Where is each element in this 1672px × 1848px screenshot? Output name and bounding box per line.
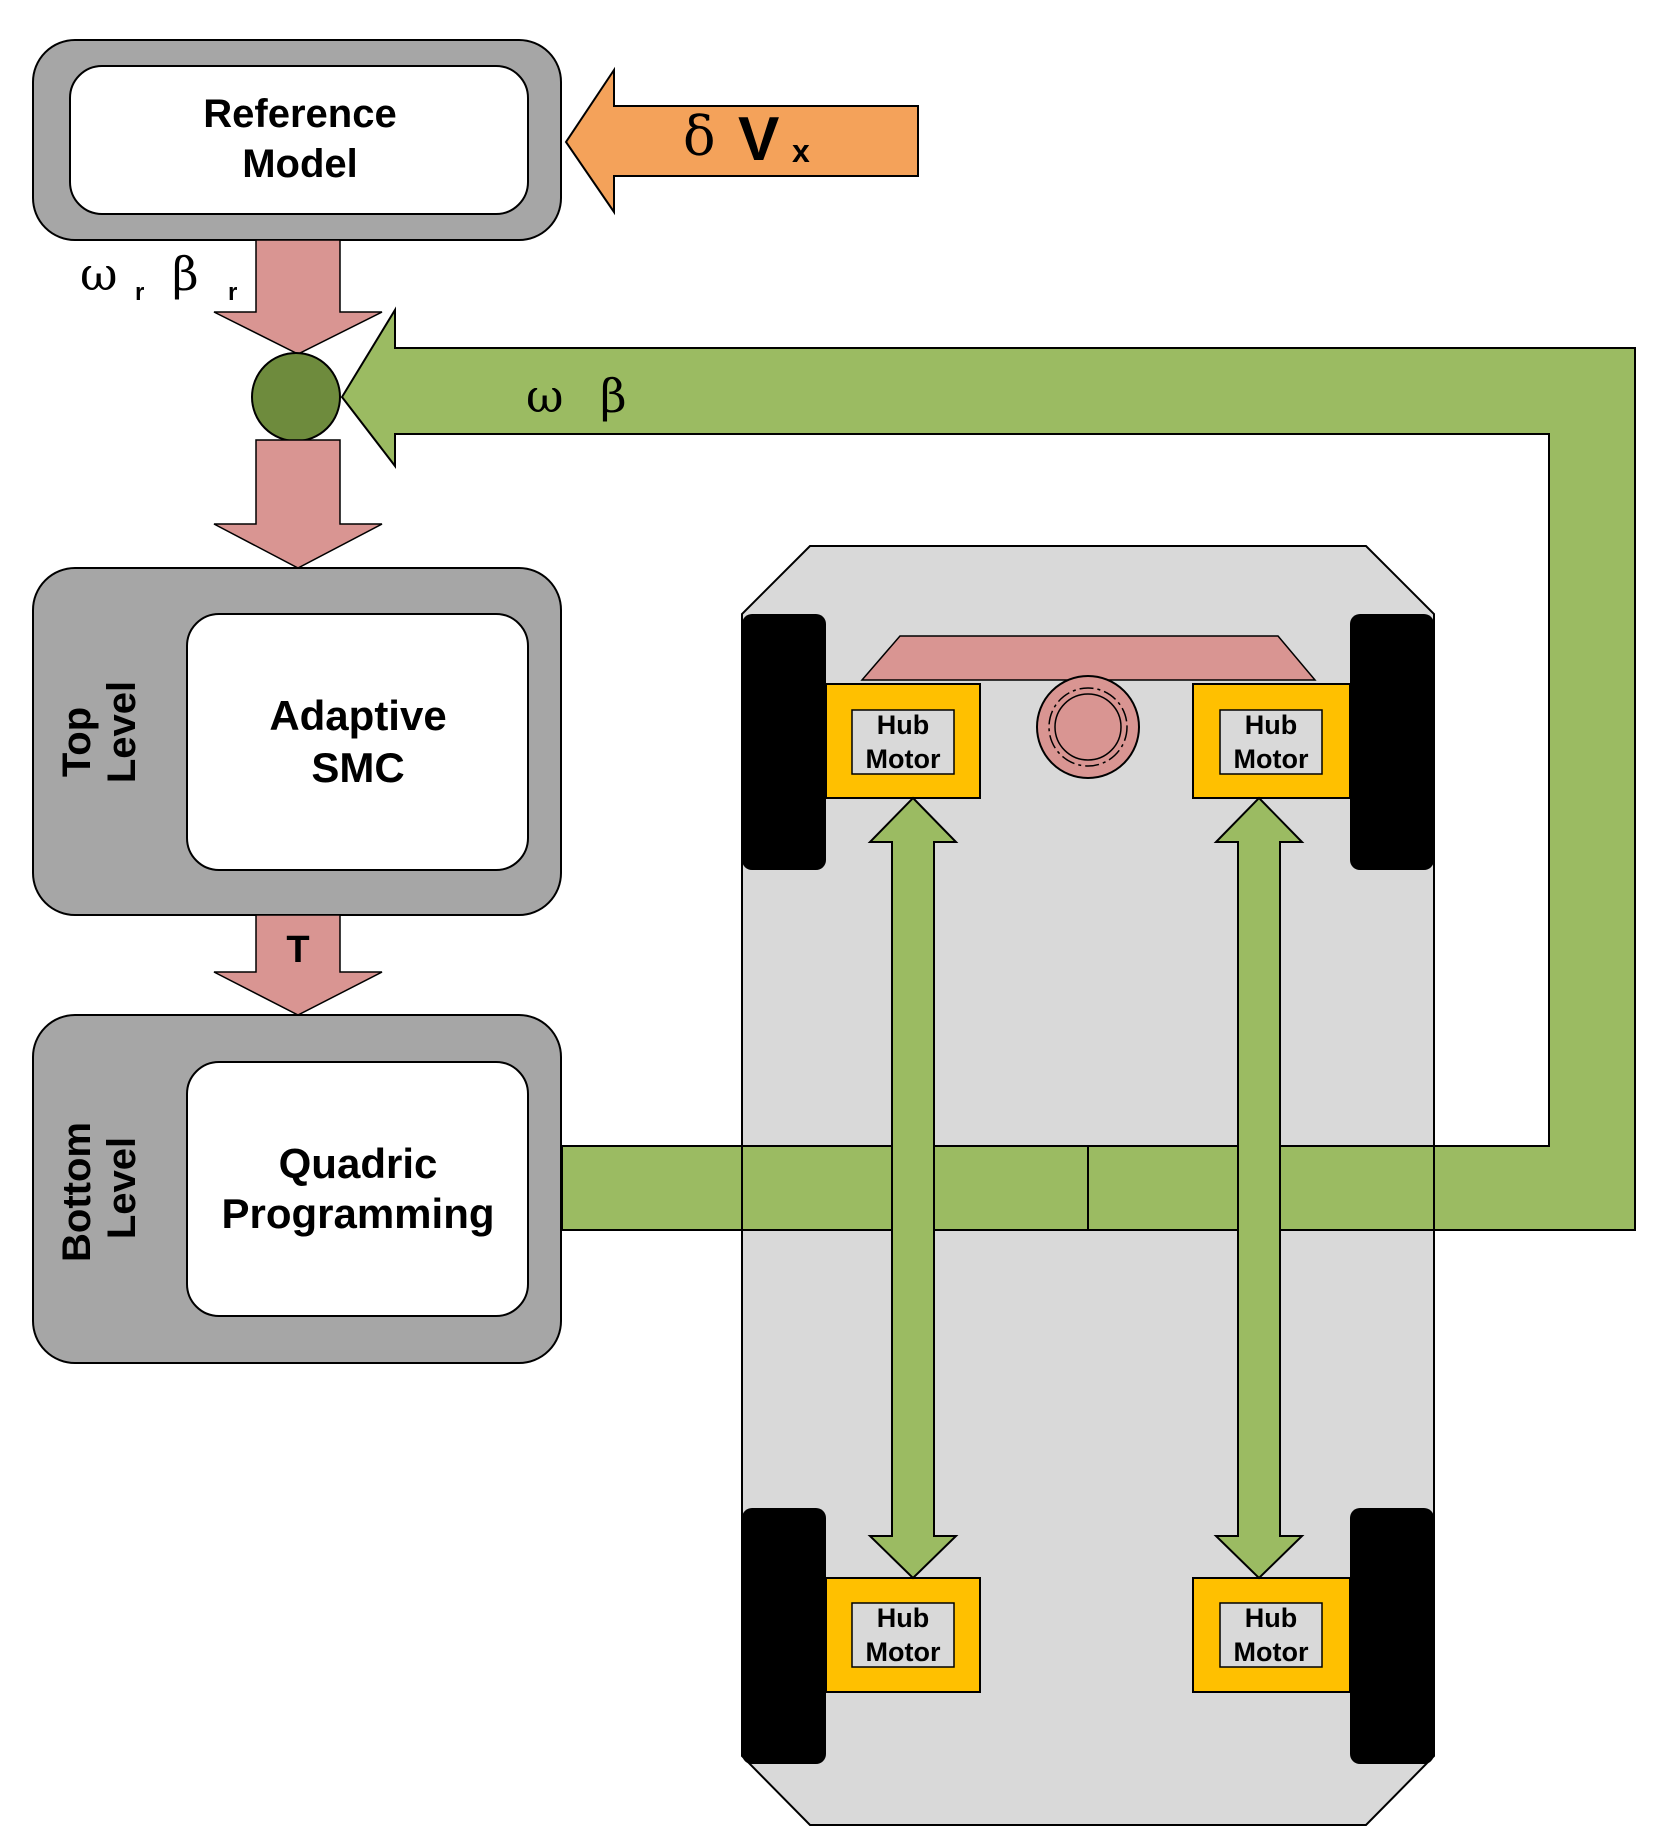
reference-omega-subscript: r xyxy=(135,279,144,306)
reference-omega-symbol: ω xyxy=(80,247,118,301)
wheel-front-right xyxy=(1350,614,1434,870)
input-v-symbol: V xyxy=(738,105,779,174)
reference-model-block: Reference Model xyxy=(32,39,562,241)
top-level-side-label-line1: Top xyxy=(55,707,99,777)
steering-wheel-icon xyxy=(1036,675,1140,779)
bottom-level-inner xyxy=(186,1061,529,1317)
hub-motor-front-right-line1: Hub xyxy=(1245,710,1297,740)
hub-motor-front-left-line1: Hub xyxy=(877,710,929,740)
wheel-front-left xyxy=(742,614,826,870)
feedback-beta-symbol: β xyxy=(600,369,627,423)
feedback-path: ω β xyxy=(340,306,1636,1231)
hub-motor-front-left-line2: Motor xyxy=(866,744,941,774)
reference-beta-symbol: β xyxy=(172,247,199,301)
feedback-omega-symbol: ω xyxy=(526,369,564,423)
reference-beta-subscript: r xyxy=(228,279,237,306)
summing-junction xyxy=(251,352,341,442)
hub-motor-rear-left-line1: Hub xyxy=(877,1603,929,1633)
reference-model-inner xyxy=(69,65,529,215)
input-arrow: δ V x xyxy=(564,66,919,216)
top-level-inner xyxy=(186,613,529,871)
hub-motor-rear-left: Hub Motor xyxy=(825,1577,981,1693)
reference-model-label-line1: Reference xyxy=(203,92,396,136)
distribution-bus xyxy=(741,796,1435,1580)
reference-model-label-line2: Model xyxy=(242,142,358,186)
bottom-level-inner-label-line2: Programming xyxy=(221,1190,494,1237)
hub-motor-front-left: Hub Motor xyxy=(825,683,981,799)
input-v-subscript: x xyxy=(792,133,810,169)
top-level-inner-label-line1: Adaptive xyxy=(269,692,446,739)
hub-motor-front-right: Hub Motor xyxy=(1192,683,1351,799)
top-level-inner-label-line2: SMC xyxy=(311,744,404,791)
bottom-level-inner-label-line1: Quadric xyxy=(279,1140,438,1187)
wheel-rear-left xyxy=(742,1508,826,1764)
hub-motor-rear-right-line1: Hub xyxy=(1245,1603,1297,1633)
bottom-level-side-label-line1: Bottom xyxy=(55,1122,99,1262)
torque-label: T xyxy=(286,929,309,971)
torque-arrow: T xyxy=(213,914,383,1016)
reference-output-arrow-shape xyxy=(213,239,383,355)
bottom-level-side-label-line2: Level xyxy=(100,1137,144,1239)
steering-rack xyxy=(860,635,1317,681)
feedback-path-shape xyxy=(340,306,1636,1231)
hub-motor-rear-left-line2: Motor xyxy=(866,1637,941,1667)
input-delta-symbol: δ xyxy=(683,105,716,168)
error-arrow xyxy=(213,439,383,569)
bottom-level-block: Bottom Level Quadric Programming xyxy=(32,1014,562,1364)
hub-motor-rear-right: Hub Motor xyxy=(1192,1577,1351,1693)
hub-motor-rear-right-line2: Motor xyxy=(1234,1637,1309,1667)
top-level-side-label-line2: Level xyxy=(100,681,144,783)
torque-arrow-shape xyxy=(213,914,383,1016)
hub-motor-front-right-line2: Motor xyxy=(1234,744,1309,774)
top-level-block: Top Level Adaptive SMC xyxy=(32,567,562,916)
reference-output-arrow: ω r β r xyxy=(80,239,383,355)
wheel-rear-right xyxy=(1350,1508,1434,1764)
input-arrow-shape xyxy=(564,66,919,216)
